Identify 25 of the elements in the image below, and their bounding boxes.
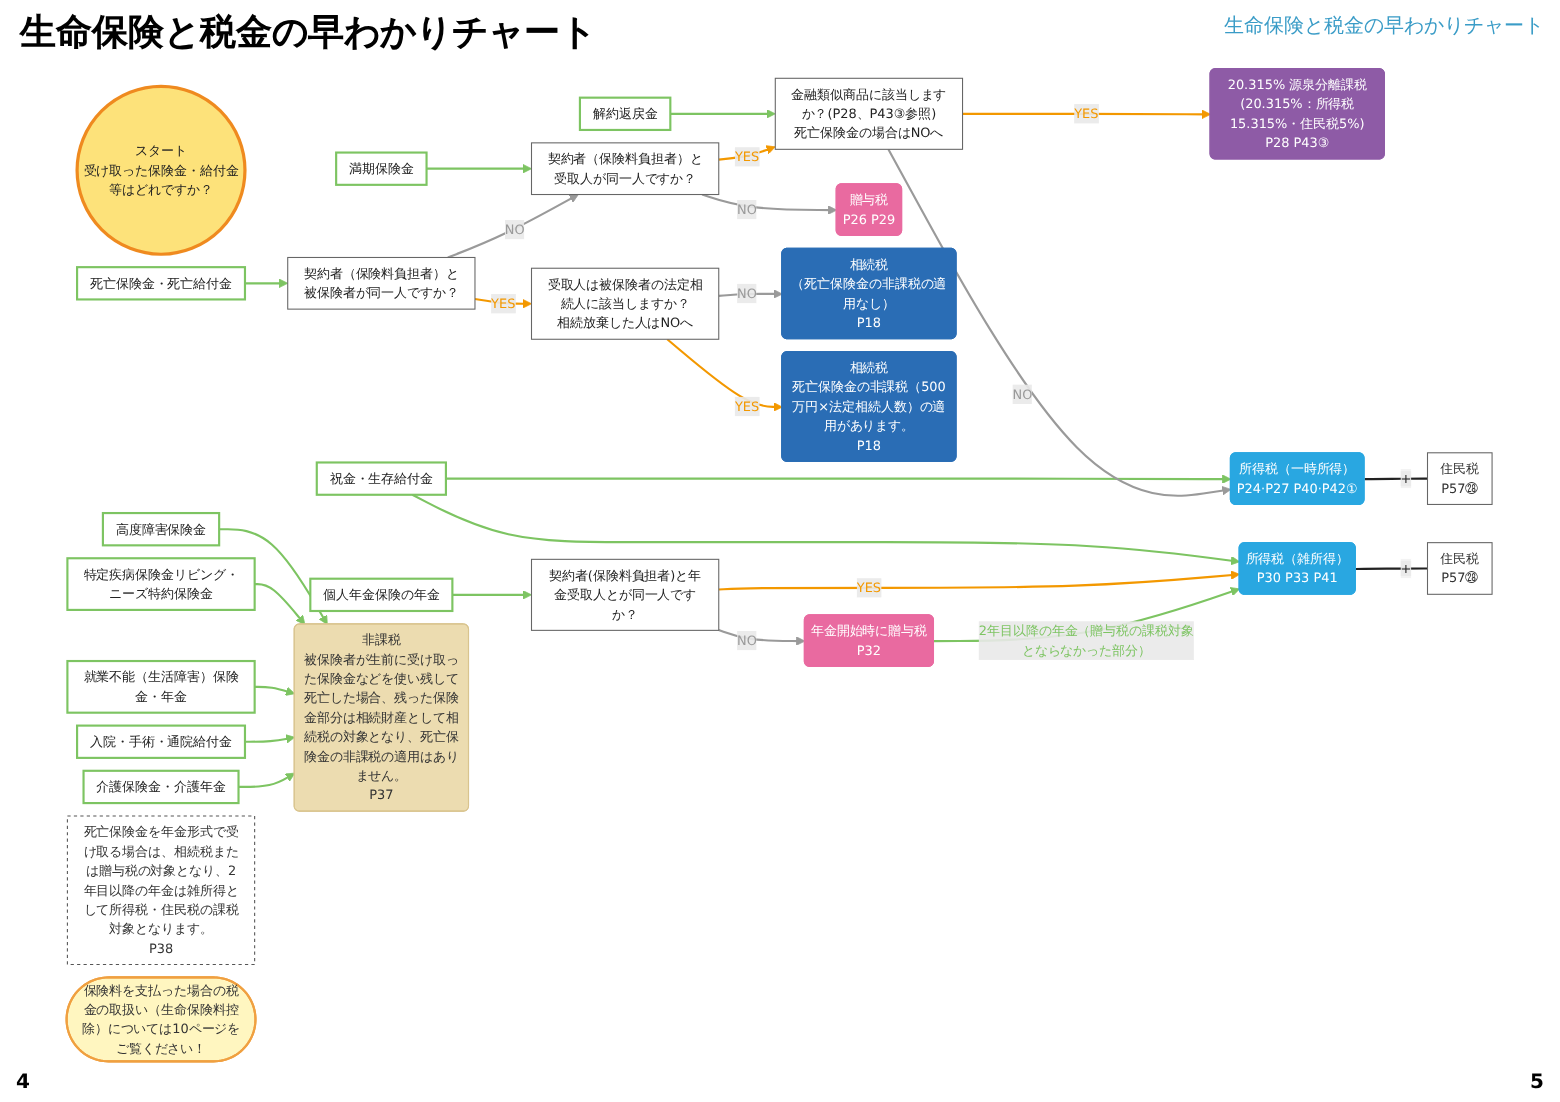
- arrow: [667, 338, 784, 412]
- page-number: 5: [1530, 1072, 1544, 1094]
- arrow: [239, 772, 296, 788]
- connector: [1356, 567, 1429, 571]
- arrow: [412, 493, 1241, 566]
- arrow: [702, 193, 838, 215]
- arrow: [245, 734, 296, 744]
- arrow: [719, 628, 806, 646]
- arrow: [671, 109, 777, 119]
- arrow: [719, 289, 784, 299]
- arrow: [427, 163, 533, 174]
- arrow: [255, 583, 306, 625]
- connector: [1365, 477, 1429, 481]
- arrow: [453, 590, 533, 600]
- arrow: [255, 685, 296, 696]
- arrow: [219, 528, 329, 625]
- arrow: [245, 278, 289, 289]
- arrow: [719, 570, 1241, 591]
- page-number: 4: [16, 1072, 30, 1094]
- running-header: 生命保険と税金の早わかりチャート: [1224, 13, 1544, 40]
- arrow: [888, 148, 1232, 497]
- title: 生命保険と税金の早わかりチャート: [20, 10, 596, 56]
- arrow: [446, 474, 1232, 484]
- arrow: [963, 109, 1212, 120]
- arrow: [448, 194, 580, 259]
